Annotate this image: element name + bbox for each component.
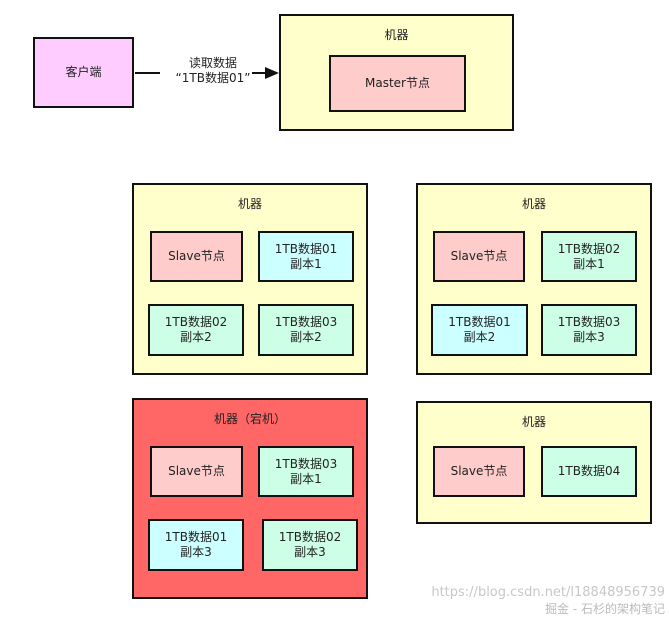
replica-copy: 副本2	[290, 330, 322, 344]
replica-name: 1TB数据01	[448, 315, 511, 329]
replica-copy: 副本1	[290, 256, 322, 271]
slave-node: Slave节点	[150, 446, 243, 497]
client-node: 客户端	[33, 37, 134, 108]
master-node: Master节点	[329, 55, 466, 112]
machine-2: 机器 Slave节点 1TB数据02 副本1 1TB数据01 副本2 1TB数据…	[416, 183, 652, 375]
slave-node-label: Slave节点	[450, 464, 508, 478]
data-replica: 1TB数据01 副本3	[148, 519, 244, 571]
request-label-line1: 读取数据	[188, 56, 237, 70]
replica-copy: 副本2	[463, 330, 496, 344]
data-replica: 1TB数据02 副本1	[541, 231, 637, 282]
slave-node: Slave节点	[150, 231, 243, 282]
slave-node: Slave节点	[433, 446, 525, 497]
watermark-source: 掘金 - 石杉的架构笔记	[545, 602, 665, 616]
client-label: 客户端	[65, 65, 102, 79]
machine-4: 机器 Slave节点 1TB数据04	[416, 401, 652, 524]
request-label-line2: “1TB数据01”	[175, 71, 251, 85]
slave-node: Slave节点	[433, 231, 525, 282]
replica-copy: 副本3	[573, 330, 605, 344]
machine-title: 机器	[237, 197, 262, 211]
replica-name: 1TB数据02	[557, 241, 621, 256]
data-replica: 1TB数据02 副本2	[148, 304, 244, 356]
replica-name: 1TB数据01	[164, 530, 228, 544]
replica-name: 1TB数据02	[278, 530, 342, 544]
replica-copy: 副本1	[290, 471, 322, 486]
master-machine: 机器 Master节点	[279, 14, 514, 131]
machine-1: 机器 Slave节点 1TB数据01 副本1 1TB数据02 副本2 1TB数据…	[132, 183, 368, 375]
replica-name: 1TB数据04	[557, 464, 621, 478]
replica-name: 1TB数据03	[274, 456, 338, 471]
slave-node-label: Slave节点	[168, 464, 225, 478]
replica-copy: 副本3	[294, 545, 326, 559]
master-node-label: Master节点	[365, 76, 430, 90]
replica-copy: 副本2	[180, 330, 212, 344]
machine-title: 机器	[521, 415, 546, 429]
replica-copy: 副本1	[573, 256, 605, 271]
data-replica: 1TB数据04	[541, 446, 637, 497]
data-replica: 1TB数据03 副本1	[258, 446, 354, 497]
slave-node-label: Slave节点	[168, 249, 225, 263]
replica-name: 1TB数据03	[557, 315, 621, 329]
request-label: 读取数据 “1TB数据01”	[158, 56, 268, 86]
data-replica: 1TB数据01 副本1	[258, 231, 354, 282]
replica-name: 1TB数据01	[274, 241, 338, 256]
machine-title: 机器（宕机）	[213, 412, 286, 426]
replica-name: 1TB数据03	[274, 315, 338, 329]
data-replica: 1TB数据01 副本2	[431, 304, 528, 356]
watermark-url: https://blog.csdn.net/l18848956739	[431, 585, 665, 600]
replica-copy: 副本3	[180, 545, 212, 559]
replica-name: 1TB数据02	[164, 315, 228, 329]
slave-node-label: Slave节点	[450, 249, 508, 263]
data-replica: 1TB数据03 副本2	[258, 304, 354, 356]
master-machine-title: 机器	[384, 28, 409, 42]
data-replica: 1TB数据03 副本3	[541, 304, 637, 356]
machine-title: 机器	[521, 197, 546, 211]
data-replica: 1TB数据02 副本3	[262, 519, 358, 571]
machine-3-down: 机器（宕机） Slave节点 1TB数据03 副本1 1TB数据01 副本3 1…	[132, 398, 368, 599]
